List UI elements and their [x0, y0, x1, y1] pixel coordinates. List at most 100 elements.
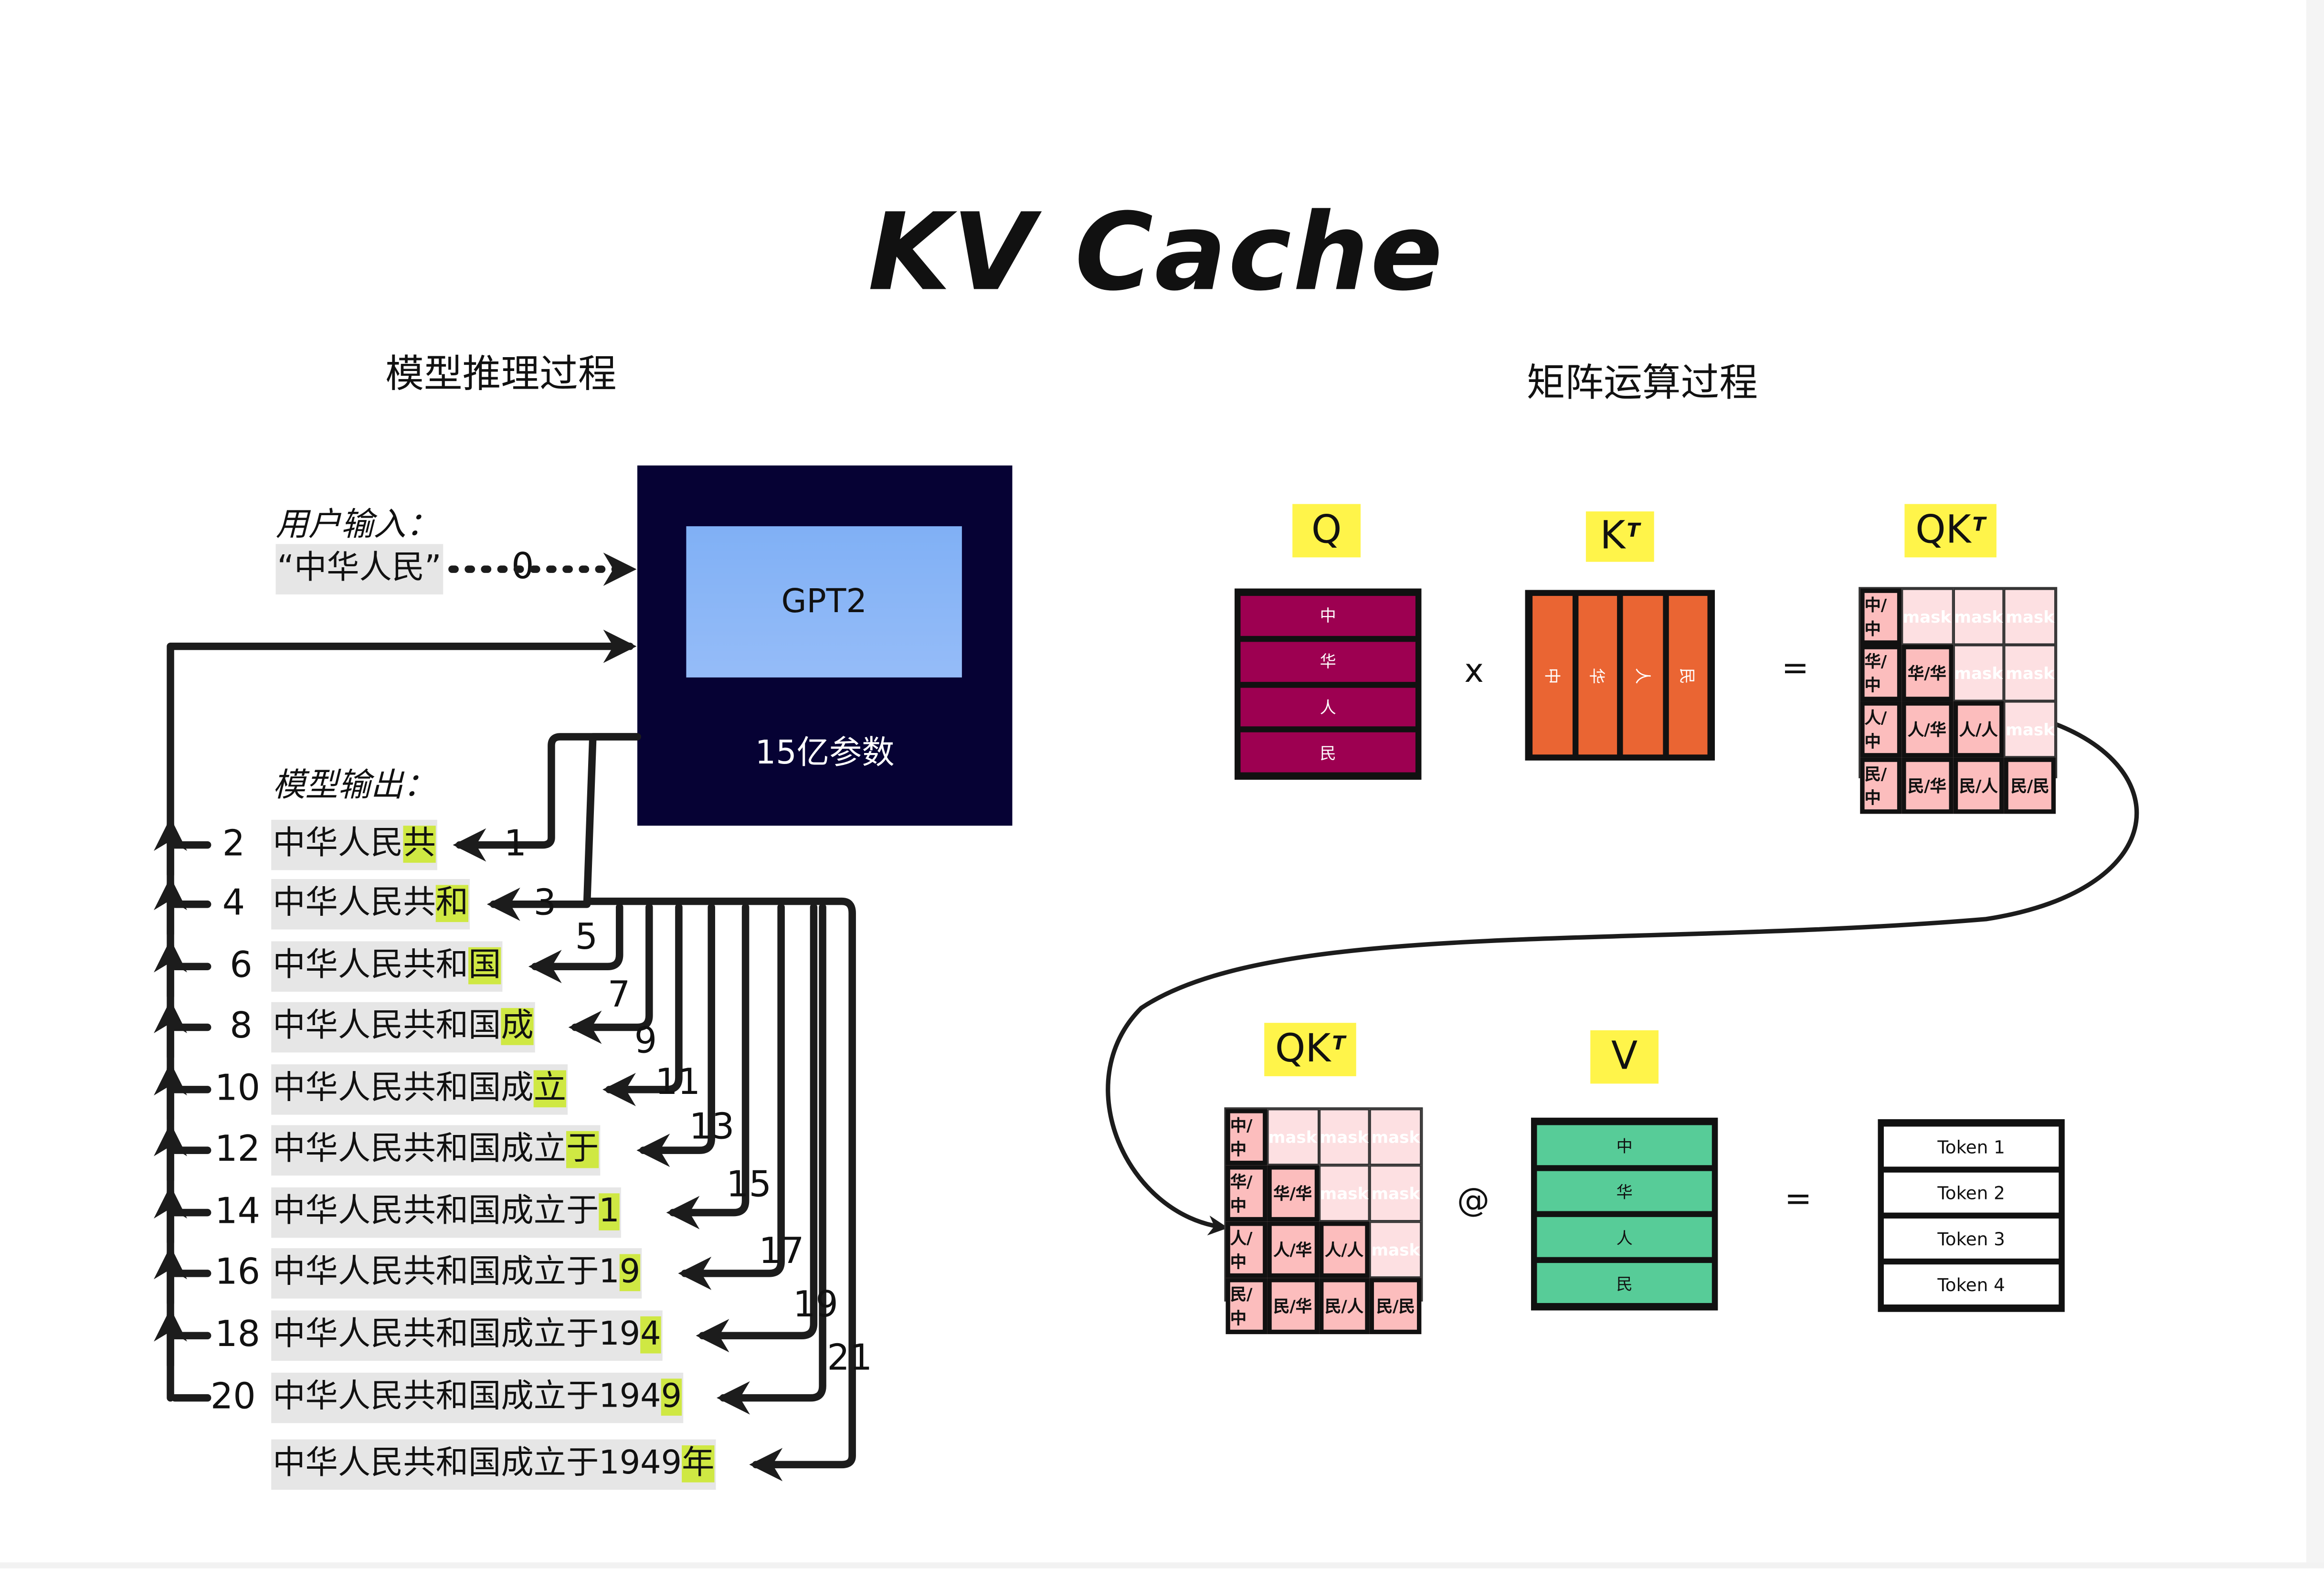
attention-score-cell: 中/中: [1225, 1109, 1267, 1166]
new-token-highlight: 于: [566, 1131, 599, 1168]
masked-cell: mask: [1370, 1109, 1422, 1166]
input-step-number: 1: [504, 823, 527, 864]
model-params: 15亿参数: [755, 735, 895, 773]
q-row: 人: [1240, 687, 1416, 727]
attention-score-cell: 华/华: [1901, 645, 1953, 701]
right-section-heading: 矩阵运算过程: [1526, 361, 1758, 406]
kt-column-text: 中: [1542, 667, 1561, 684]
model-output-label: 模型输出：: [273, 768, 436, 805]
attention-score-cell: 华/中: [1860, 645, 1901, 701]
attention-score-cell: 民/华: [1267, 1278, 1319, 1335]
output-row: 中华人民共和: [271, 879, 470, 930]
model-output-arrow: [666, 903, 750, 1230]
attention-score-cell: 人/华: [1267, 1221, 1319, 1278]
times-operator: x: [1464, 654, 1484, 691]
output-token-row: Token 4: [1883, 1264, 2059, 1305]
v-row-text: 人: [1616, 1228, 1633, 1248]
v-label: V: [1590, 1030, 1659, 1084]
model-output-arrow: [602, 903, 683, 1106]
masked-cell: mask: [2004, 645, 2056, 701]
output-step-number: 12: [215, 1128, 261, 1170]
output-prefix: 中华人民: [273, 826, 403, 863]
kt-column-text: 人: [1632, 667, 1652, 684]
attention-score-cell: 民/人: [1953, 757, 2005, 814]
q-row-text: 人: [1320, 698, 1336, 718]
output-token-row-text: Token 2: [1937, 1182, 2005, 1203]
masked-cell: mask: [1953, 645, 2005, 701]
output-prefix: 中华人民共和国成立于194: [273, 1378, 661, 1416]
output-prefix: 中华人民共和国成: [273, 1070, 534, 1108]
output-token-row-text: Token 4: [1937, 1274, 2005, 1295]
output-row: 中华人民共和国成立: [271, 1064, 568, 1115]
q-row-text: 华: [1320, 652, 1336, 672]
output-step-number: 6: [230, 944, 253, 986]
user-input-label: 用户输入：: [275, 507, 439, 544]
input-step-number: 21: [827, 1337, 873, 1379]
kt-column: 人: [1623, 596, 1662, 755]
input-step-number: 19: [792, 1283, 838, 1325]
v-row: 中: [1537, 1125, 1712, 1166]
q-row: 中: [1240, 596, 1416, 636]
model-output-arrow: [696, 903, 818, 1353]
qkt-label-text: QK: [1915, 508, 1971, 553]
new-token-highlight: 年: [682, 1445, 715, 1483]
masked-cell: mask: [1318, 1165, 1370, 1222]
output-row: 中华人民共和国成立于19: [271, 1248, 642, 1299]
left-section-heading: 模型推理过程: [385, 352, 617, 398]
q-label: Q: [1292, 504, 1361, 558]
masked-cell: mask: [1370, 1165, 1422, 1222]
output-step-number: 14: [215, 1190, 261, 1232]
new-token-highlight: 9: [619, 1254, 641, 1292]
attention-score-cell: 民/中: [1225, 1278, 1267, 1335]
masked-cell: mask: [1318, 1109, 1370, 1166]
model-output-arrow: [717, 903, 826, 1415]
v-row-text: 民: [1616, 1274, 1633, 1293]
output-row: 中华人民共和国成立于194: [271, 1310, 663, 1361]
matmul-operator: @: [1457, 1183, 1490, 1220]
v-row: 华: [1537, 1171, 1712, 1211]
output-token-row-text: Token 1: [1937, 1136, 2005, 1157]
model-output-arrow: [678, 903, 785, 1290]
transpose-mark: T: [1332, 1032, 1346, 1055]
output-step-number: 16: [215, 1251, 261, 1293]
model-output-arrow: [636, 903, 715, 1167]
attention-score-cell: 民/华: [1901, 757, 1953, 814]
v-row-text: 中: [1616, 1136, 1633, 1156]
output-step-number: 18: [215, 1313, 261, 1355]
model-output-arrow: [453, 733, 641, 862]
model-core: GPT2: [686, 526, 962, 678]
model-output-arrow: [528, 903, 623, 984]
output-row: 中华人民共和国成立于1949: [271, 1372, 684, 1423]
kt-matrix: 中华人民: [1525, 590, 1715, 761]
kt-column: 中: [1532, 596, 1572, 755]
input-step-number: 9: [634, 1019, 657, 1061]
bottom-edge: [0, 1562, 2324, 1569]
input-step-number: 11: [655, 1061, 701, 1103]
kt-column-text: 华: [1587, 667, 1606, 684]
equals-operator-2: =: [1784, 1181, 1812, 1219]
masked-cell: mask: [1901, 588, 1953, 645]
q-matrix: 中华人民: [1235, 588, 1422, 780]
output-prefix: 中华人民共: [273, 885, 436, 922]
masked-cell: mask: [1953, 588, 2005, 645]
new-token-highlight: 立: [533, 1070, 567, 1108]
v-row: 民: [1537, 1263, 1712, 1303]
output-prefix: 中华人民共和国: [273, 1008, 501, 1045]
output-prefix: 中华人民共和国成立: [273, 1131, 567, 1168]
kt-column-text: 民: [1677, 667, 1697, 684]
masked-cell: mask: [1267, 1109, 1319, 1166]
equals-operator-1: =: [1781, 650, 1809, 688]
attention-score-cell: 人/中: [1860, 701, 1901, 758]
output-prefix: 中华人民共和国成立于1: [273, 1254, 620, 1292]
v-label-text: V: [1611, 1035, 1638, 1080]
model-name: GPT2: [781, 583, 867, 621]
q-row-text: 民: [1320, 743, 1336, 763]
